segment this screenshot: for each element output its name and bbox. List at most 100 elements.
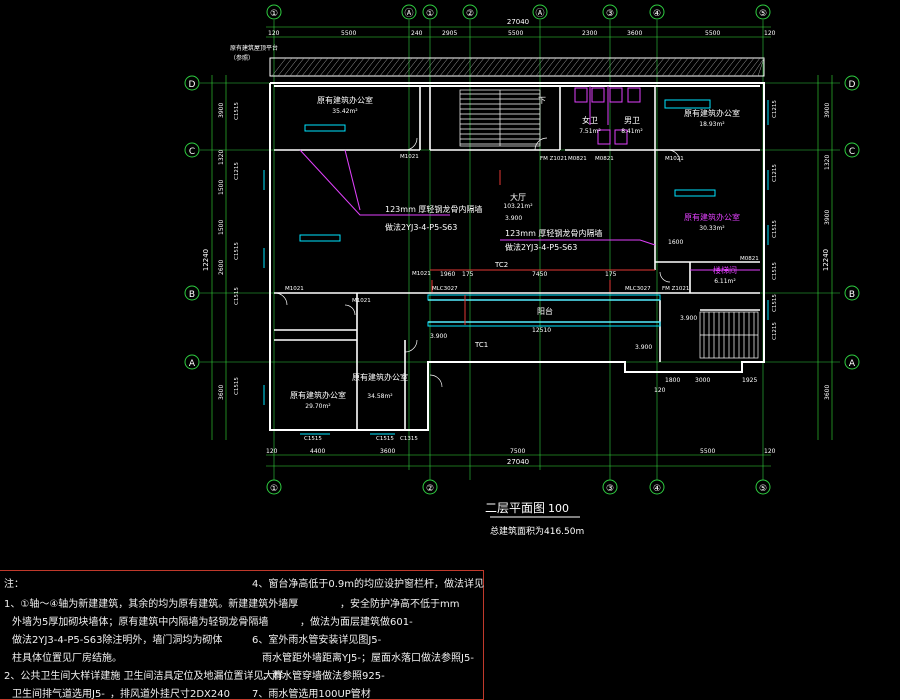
dim-seg: 2300 [582,30,597,37]
inner-dim: 120 [654,387,666,394]
room-name: 原有建筑办公室 [684,212,740,222]
room-area: 18.93m² [699,121,725,128]
dim-seg: 5500 [508,30,523,37]
dim-total-top: 27040 [507,18,529,26]
axis-label-top: ④ [653,9,661,19]
opening-tag: C1515 [234,377,240,395]
axis-label-bottom: ② [426,484,434,494]
opening-tag: C1515 [772,220,778,238]
opening-tag: M1021 [285,286,304,292]
dim-seg: 3600 [824,385,831,400]
room-area: 7.51m² [579,128,601,135]
inner-dim: 1800 [665,377,680,384]
opening-tag: M1021 [352,298,371,304]
opening-tag: M1021 [412,271,431,277]
room-name: 女卫 [582,115,598,125]
dim-seg: 2600 [218,260,225,275]
dim-seg: 1320 [218,150,225,165]
dim-seg: 2905 [442,30,457,37]
partition-note-2: 123mm 厚轻钢龙骨内隔墙 [505,228,602,238]
dim-seg: 120 [764,30,776,37]
dim-total-right: 12240 [822,249,830,271]
axis-label-top: Ⓐ [404,8,413,19]
inner-dim: 12510 [532,327,551,334]
dim-seg: 3900 [218,103,225,118]
room-name: 大厅 [510,192,526,202]
stair-down-label: 下 [538,96,546,105]
partition-ref-2: 做法2YJ3-4-P5-S63 [505,242,577,252]
area-note: 总建筑面积为416.50m [490,525,584,537]
axis-label-bottom: ⑤ [759,484,767,494]
inner-dims: 1960 175 7450 175 12510 3.900 3.900 3.90… [430,239,757,394]
opening-labels: M1021 M1021 C1215 C1515 C1515 C1515 C121… [234,100,778,442]
room-name: 原有建筑办公室 [684,108,740,118]
annotations: 123mm 厚轻钢龙骨内隔墙 做法2YJ3-4-P5-S63 123mm 厚轻钢… [385,204,602,349]
note-row-right: 6、室外雨水管安装详见图J5- [252,635,382,646]
inner-dim: 175 [462,271,474,278]
inner-dim: 3.900 [680,315,697,322]
room-labels: 原有建筑办公室 35.42m² 大厅 103.21m² 女卫 7.51m² 男卫… [290,95,740,410]
axis-label-top: ③ [606,9,614,19]
axis-bubbles-side: D C B A D C B A [184,75,860,370]
axis-label-left: B [189,290,195,300]
opening-tag: FM Z1021 [662,286,689,292]
room-area: 8.41m² [621,128,643,135]
dim-seg: 120 [764,448,776,455]
opening-tag: MLC3027 [625,286,651,292]
axis-label-left: A [189,359,196,369]
notes-header: 注： [4,579,24,590]
room-area: 103.21m² [503,203,533,210]
toilet-fixtures [574,86,641,145]
opening-tag: C1515 [772,262,778,280]
dim-seg: 240 [411,30,423,37]
dim-seg: 5500 [341,30,356,37]
dim-seg: 120 [266,448,278,455]
opening-tag: M0821 [740,256,759,262]
notes-header-right: 4、窗台净高低于0.9m的均应设护窗栏杆，做法详见 [252,579,485,590]
window-tc1: TC1 [474,341,488,349]
note-row-right: 雨水管距外墙距离YJ5-；屋面水落口做法参照J5- [262,653,474,664]
note-row-left: 1、①轴～④轴为新建建筑，其余的均为原有建筑。新建建筑外墙厚 [4,599,299,610]
room-name: 原有建筑办公室 [352,372,408,382]
axis-label-right: A [849,359,856,369]
opening-tag: C1215 [772,100,778,118]
room-name: 原有建筑办公室 [317,95,373,105]
opening-tag: C1215 [772,322,778,340]
note-row-left: 外墙为5厚加砌块墙体；原有建筑中内隔墙为轻钢龙骨隔墙 [12,617,269,628]
inner-dim: 1960 [440,271,455,278]
door-swings [274,137,681,388]
inner-dim: 175 [605,271,617,278]
inner-dim: 3.900 [430,333,447,340]
cyan-elements [263,99,769,435]
notes-table: 注： 4、窗台净高低于0.9m的均应设护窗栏杆，做法详见 1、①轴～④轴为新建建… [0,570,484,700]
stair-north [459,89,541,147]
outer-walls [269,82,765,431]
axis-label-right: D [849,80,856,90]
dim-seg: 120 [268,30,280,37]
room-area: 29.70m² [305,403,331,410]
window-tc2: TC2 [494,261,508,269]
room-area: 30.33m² [699,225,725,232]
note-row-left: 做法2YJ3-4-P5-S63除注明外，墙门洞均为砌体 [12,635,223,646]
stair-east [699,311,759,359]
roof-note-2: （参照） [230,54,254,62]
dim-seg: 3900 [824,103,831,118]
opening-tag: FM Z1021 [540,156,567,162]
dim-seg: 5500 [700,448,715,455]
axis-label-bottom: ④ [653,484,661,494]
roof-note: 原有建筑屋顶平台 [230,44,278,52]
opening-tag: C1315 [400,436,418,442]
opening-tag: C1515 [304,436,322,442]
dim-seg: 3600 [218,385,225,400]
room-name: 楼梯间 [713,265,737,275]
dim-seg: 5500 [705,30,720,37]
red-markers [430,170,655,325]
dimension-texts: 27040 27040 12240 12240 120 5500 240 290… [202,18,831,466]
note-row-right: ，雨水管穿墙做法参照925- [262,671,385,682]
dim-seg: 3600 [380,448,395,455]
inner-dim: 1925 [742,377,757,384]
opening-tag: C1215 [234,162,240,180]
note-row-left: 2、公共卫生间大样详建施 卫生间洁具定位及地漏位置详见大样 [4,671,284,682]
opening-tag: C1515 [376,436,394,442]
